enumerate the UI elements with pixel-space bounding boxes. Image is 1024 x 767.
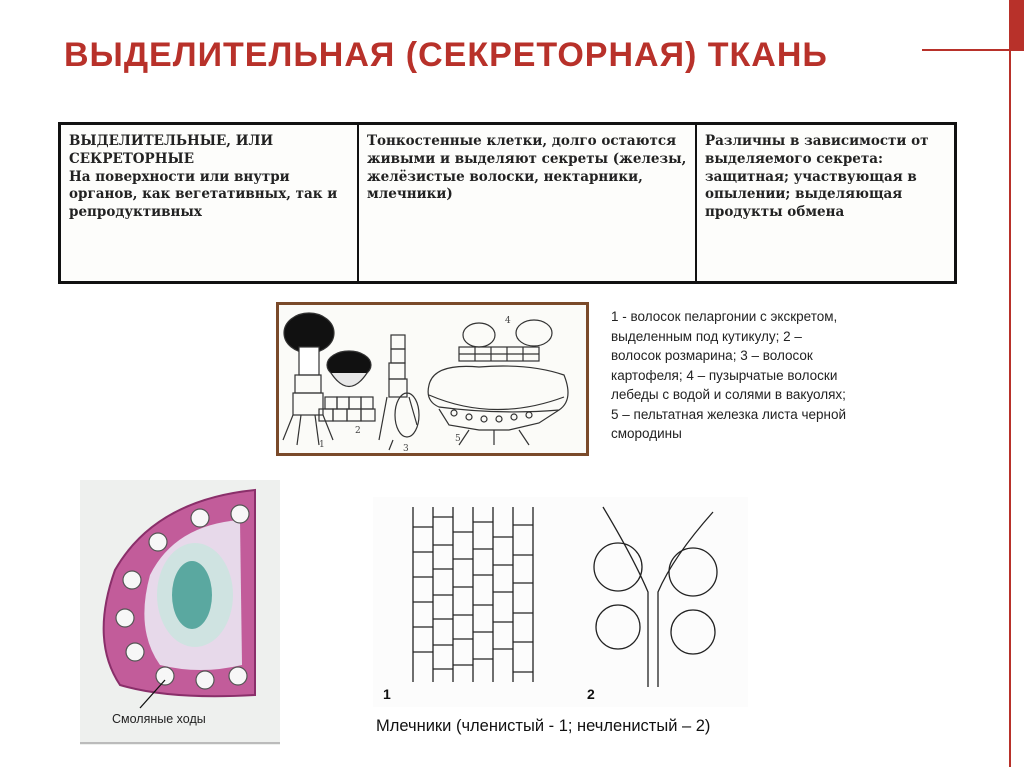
resin-ducts-label: Смоляные ходы xyxy=(112,712,206,726)
glandular-hairs-figure: 1 2 3 4 5 xyxy=(276,302,589,456)
tissue-table: ВЫДЕЛИТЕЛЬНЫЕ, ИЛИ СЕКРЕТОРНЫЕ На поверх… xyxy=(58,122,957,284)
glandular-hairs-drawing: 1 2 3 4 5 xyxy=(282,312,569,454)
slide-title: ВЫДЕЛИТЕЛЬНАЯ (СЕКРЕТОРНАЯ) ТКАНЬ xyxy=(64,36,828,74)
frame-line-horizontal xyxy=(922,49,1024,51)
hair-label-3: 3 xyxy=(403,444,409,453)
laticifer-label-1: 1 xyxy=(383,686,391,702)
resin-ducts-figure xyxy=(80,480,280,745)
table-cell-structure: Тонкостенные клетки, долго остаются живы… xyxy=(359,125,697,281)
hair-label-4: 4 xyxy=(505,316,511,326)
table-cell-function: Различны в зависимости от выделяемого се… xyxy=(705,133,929,221)
table-cell-heading: ВЫДЕЛИТЕЛЬНЫЕ, ИЛИ СЕКРЕТОРНЫЕ xyxy=(69,133,274,167)
glandular-hairs-caption: 1 - волосок пеларгонии с экскретом, выде… xyxy=(611,309,847,441)
table-cell-location: На поверхности или внутри органов, как в… xyxy=(69,168,338,221)
laticifers-figure: 1 2 xyxy=(373,497,748,707)
hair-label-5: 5 xyxy=(455,434,461,444)
frame-line-vertical xyxy=(1009,49,1011,767)
laticifers-caption: Млечники (членистый - 1; нечленистый – 2… xyxy=(376,717,711,735)
table-cell-name: ВЫДЕЛИТЕЛЬНЫЕ, ИЛИ СЕКРЕТОРНЫЕ На поверх… xyxy=(61,125,359,281)
hair-label-1: 1 xyxy=(319,440,325,450)
corner-accent xyxy=(1009,0,1024,49)
laticifer-label-2: 2 xyxy=(587,686,595,702)
hair-label-2: 2 xyxy=(355,426,361,436)
